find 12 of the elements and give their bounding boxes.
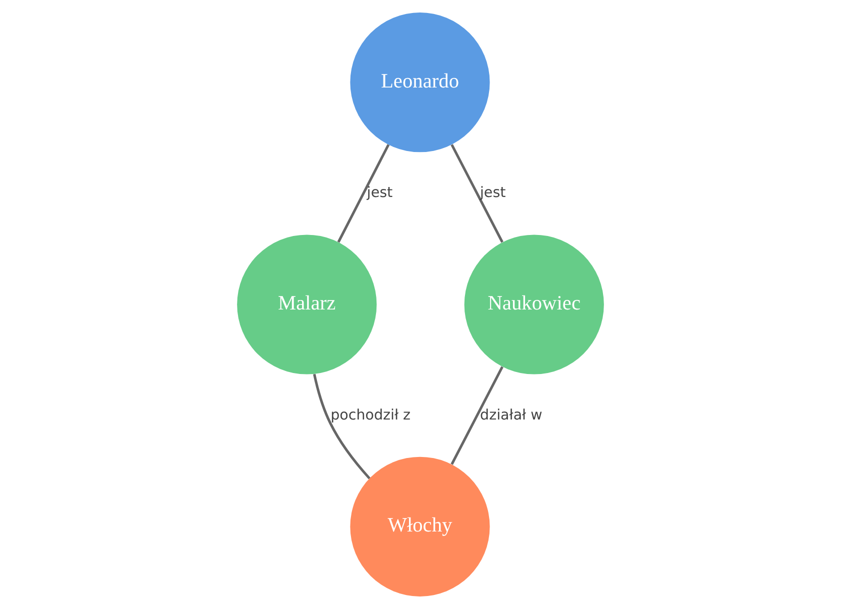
edge-label: jest xyxy=(480,185,506,202)
connector xyxy=(313,374,370,480)
node-circle: Leonardo xyxy=(350,12,490,152)
node-circle: Malarz xyxy=(237,234,377,374)
connector xyxy=(450,144,504,243)
edge-label: działał w xyxy=(480,407,542,424)
connector xyxy=(450,366,504,465)
node-circle: Włochy xyxy=(350,456,490,596)
connector xyxy=(337,144,390,243)
edge-label: jest xyxy=(366,185,393,202)
node-circle: Naukowiec xyxy=(464,234,604,374)
edge-label: pochodził z xyxy=(330,407,411,424)
